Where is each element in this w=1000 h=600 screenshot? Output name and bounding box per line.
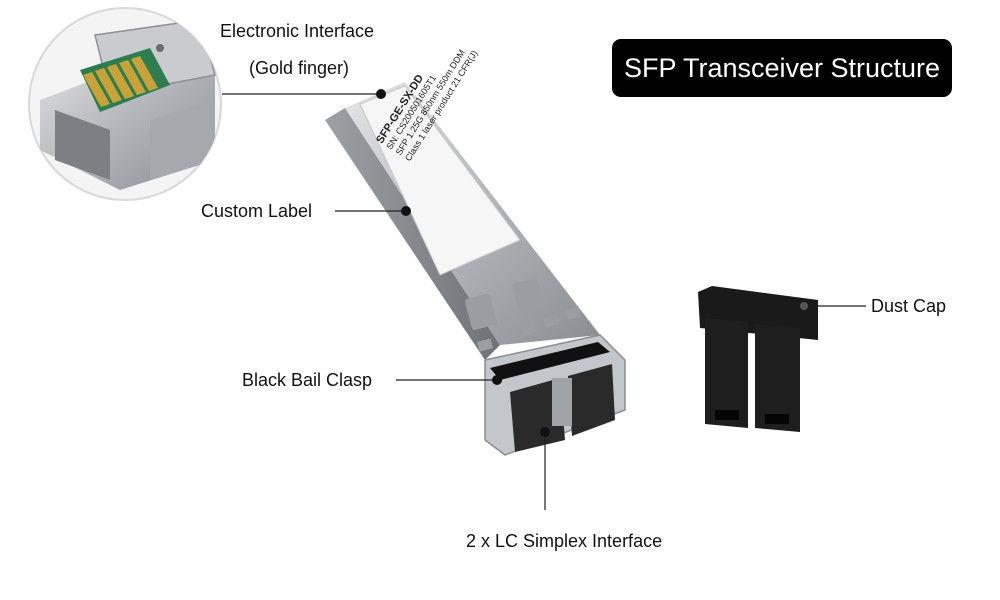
pointer-dot-lc <box>540 427 550 437</box>
page-title: SFP Transceiver Structure <box>623 52 941 83</box>
gold-finger-zoom <box>28 7 222 201</box>
black-bail-clasp-label: Black Bail Clasp <box>242 370 373 390</box>
leader-lines <box>222 93 866 510</box>
gold-finger-label: (Gold finger) <box>249 58 350 78</box>
dust-cap-label: Dust Cap <box>871 296 947 316</box>
pointer-dot-label <box>401 206 411 216</box>
gold-contacts <box>83 56 158 107</box>
lc-interface-label: 2 x LC Simplex Interface <box>466 531 663 551</box>
custom-label-label: Custom Label <box>201 201 313 221</box>
pointer-dot-gold-finger <box>376 89 386 99</box>
sfp-module <box>325 82 626 456</box>
electronic-interface-label: Electronic Interface <box>220 21 375 41</box>
bail-clasp <box>490 342 610 380</box>
title-box: SFP Transceiver Structure <box>612 39 952 97</box>
pointer-dot-bail <box>492 375 502 385</box>
dust-cap <box>698 286 818 432</box>
